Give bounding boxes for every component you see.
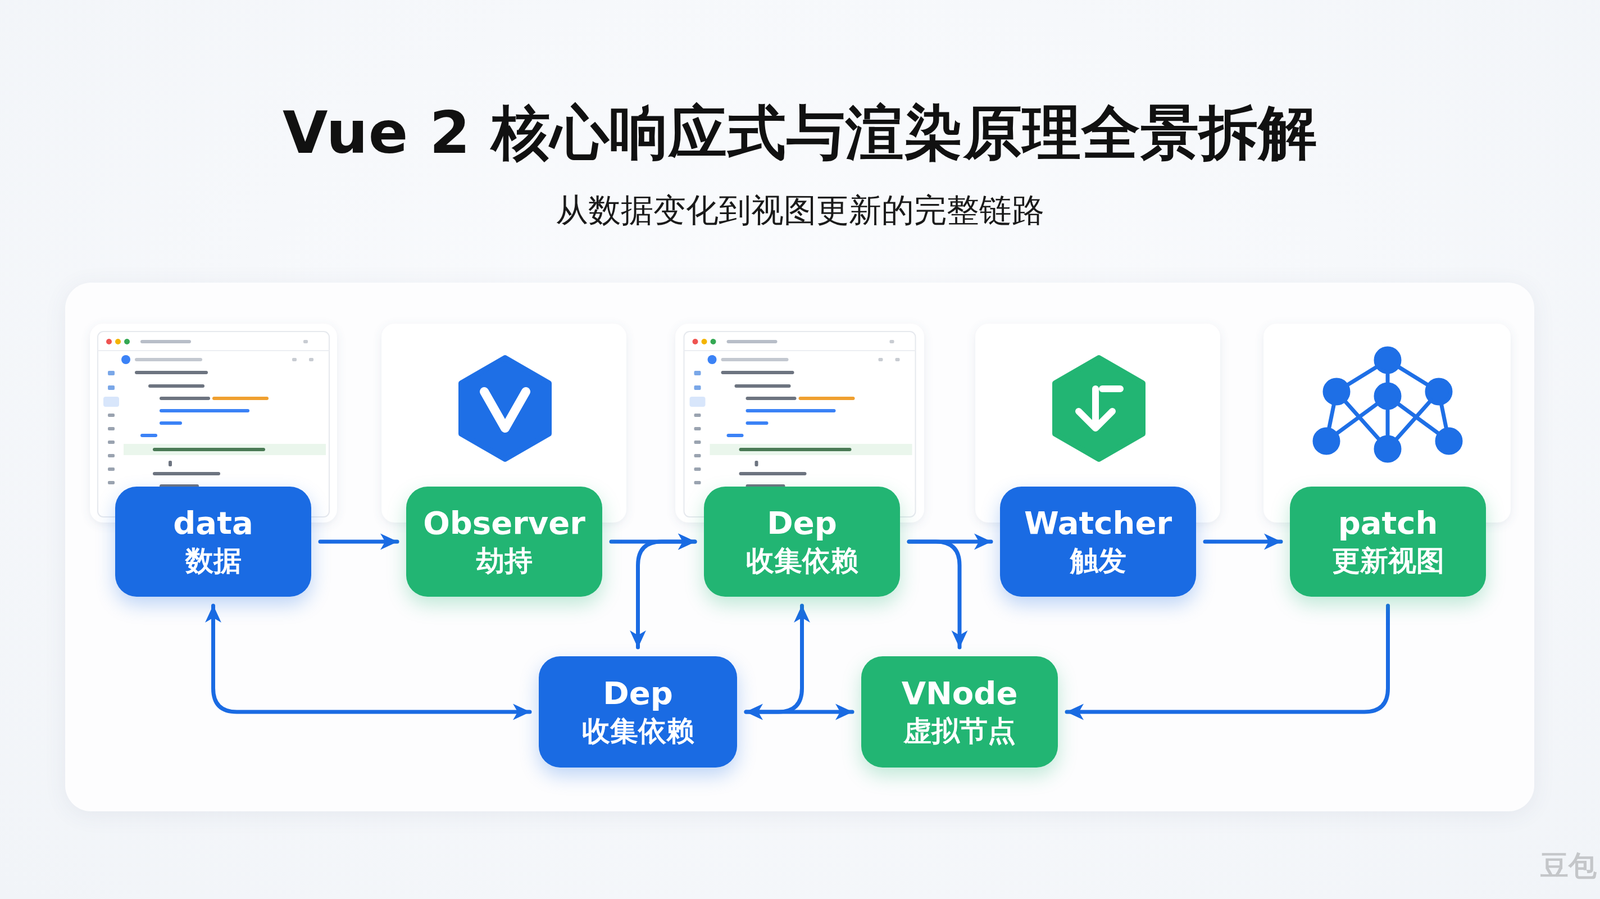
watermark: 豆包	[1540, 847, 1597, 885]
node-subtitle: 收集依赖	[746, 542, 859, 580]
flow-arrow	[320, 539, 398, 544]
node-subtitle: 虚拟节点	[903, 712, 1016, 750]
flow-arrow	[908, 541, 960, 648]
node-heading: Dep	[766, 503, 838, 543]
node-subtitle: 劫持	[476, 542, 533, 580]
diagram-title: Vue 2 核心响应式与渲染原理全景拆解	[0, 94, 1600, 174]
node-heading: patch	[1338, 503, 1439, 543]
diagram-caption: 从数据变化到视图更新的完整链路	[0, 188, 1600, 233]
flow-arrow	[213, 605, 531, 712]
flow-arrow	[746, 605, 803, 712]
node-subtitle: 触发	[1070, 542, 1127, 580]
node-subtitle: 更新视图	[1332, 542, 1445, 580]
process-box: patch更新视图	[1289, 486, 1486, 597]
watcher-hex-icon	[1055, 357, 1143, 459]
process-box: data数据	[115, 486, 312, 597]
node-heading: data	[173, 503, 253, 543]
node-heading: Observer	[423, 503, 586, 543]
node-subtitle: 收集依赖	[582, 712, 695, 750]
process-box: VNode虚拟节点	[861, 656, 1058, 768]
node-heading: Dep	[602, 674, 674, 713]
process-box: Dep收集依赖	[538, 656, 738, 768]
node-subtitle: 数据	[185, 542, 242, 580]
process-box: Observer劫持	[406, 486, 603, 597]
flow-arrow	[638, 541, 696, 648]
process-box: Dep收集依赖	[703, 486, 900, 597]
flow-arrow	[1205, 539, 1281, 544]
flow-arrow	[1066, 605, 1389, 712]
network-icon	[1314, 348, 1461, 461]
process-box: Watcher触发	[1000, 486, 1197, 597]
vue-hex-icon	[461, 357, 549, 459]
node-heading: Watcher	[1024, 503, 1172, 543]
node-heading: VNode	[901, 674, 1018, 713]
